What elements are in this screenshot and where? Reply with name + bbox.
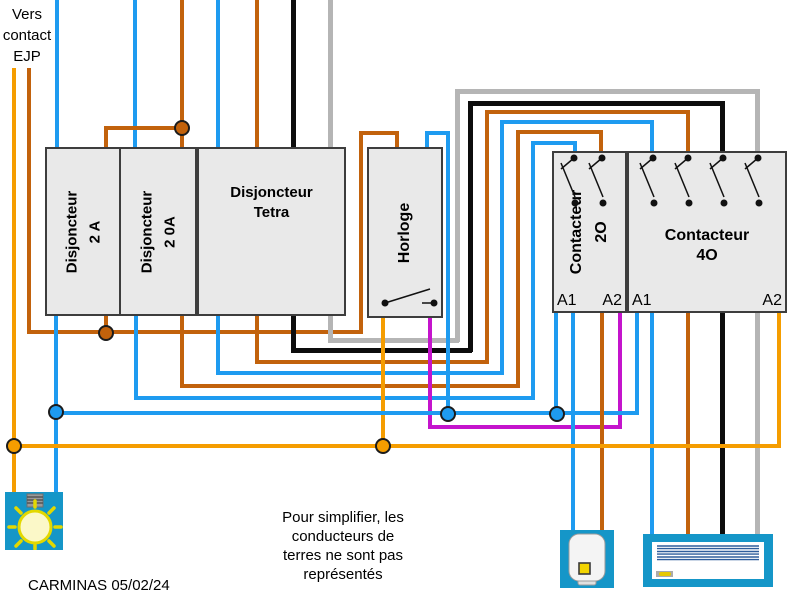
wire-do bbox=[255, 0, 259, 147]
wire-lo bbox=[381, 318, 385, 446]
contacteur-4o-a2-label: A2 bbox=[762, 292, 782, 309]
box-disjoncteur-tetra-label: Disjoncteur Tetra bbox=[230, 184, 313, 221]
wire-bl bbox=[650, 120, 654, 151]
wire-do bbox=[516, 130, 603, 134]
wire-lo bbox=[12, 68, 16, 494]
wire-gy bbox=[328, 338, 459, 343]
wire-bl bbox=[216, 0, 220, 147]
wire-do bbox=[516, 130, 520, 388]
wire-do bbox=[600, 313, 604, 530]
wire-do bbox=[359, 131, 363, 334]
wire-gy bbox=[328, 0, 333, 147]
simplification-note: Pour simplifier, les conducteurs de terr… bbox=[282, 509, 404, 583]
wire-bl bbox=[133, 0, 137, 147]
wire-do bbox=[686, 313, 690, 535]
wire-do bbox=[485, 110, 690, 114]
wire-bl bbox=[216, 371, 504, 375]
wire-gy bbox=[455, 89, 760, 94]
wire-do bbox=[395, 131, 399, 147]
wire-do bbox=[255, 316, 259, 364]
wire-gy bbox=[755, 89, 760, 151]
wire-do bbox=[180, 316, 184, 388]
contacteur-2o-a2-label: A2 bbox=[602, 292, 622, 309]
wire-bl bbox=[134, 396, 535, 400]
box-contacteur-4o-label: Contacteur 4O bbox=[664, 227, 750, 264]
wire-gy bbox=[328, 316, 333, 343]
wire-do bbox=[686, 110, 690, 151]
junction-dot bbox=[48, 404, 64, 420]
ejp-note: Vers contact EJP bbox=[2, 6, 52, 65]
radiator-icon bbox=[643, 534, 773, 587]
wire-bl bbox=[531, 141, 577, 145]
wire-do bbox=[180, 0, 184, 147]
credit-note: CARMINAS 05/02/24 bbox=[28, 577, 170, 594]
wire-mg bbox=[618, 313, 622, 429]
contacteur-2o-a1-label: A1 bbox=[557, 292, 577, 309]
wire-bl bbox=[216, 316, 220, 375]
wire-bl bbox=[500, 120, 654, 124]
wire-bk bbox=[291, 316, 296, 352]
wire-do bbox=[359, 131, 399, 135]
junction-dot bbox=[6, 438, 22, 454]
wire-gy bbox=[455, 89, 460, 342]
wire-bk bbox=[720, 313, 725, 535]
wire-lo bbox=[12, 444, 781, 448]
box-disjoncteur-2a: Disjoncteur 2 A bbox=[45, 147, 121, 316]
wire-do bbox=[599, 130, 603, 151]
wire-bk bbox=[720, 101, 725, 151]
wire-bl bbox=[573, 141, 577, 151]
wire-mg bbox=[428, 425, 622, 429]
wire-do bbox=[255, 360, 489, 364]
wire-bl bbox=[571, 313, 575, 530]
box-disjoncteur-20a: Disjoncteur 2 0A bbox=[119, 147, 197, 316]
wire-bl bbox=[54, 411, 639, 415]
lamp-icon bbox=[5, 492, 63, 551]
water-heater-icon bbox=[560, 530, 614, 588]
wire-bl bbox=[554, 313, 558, 414]
wire-bl bbox=[134, 316, 138, 400]
wire-bl bbox=[425, 131, 450, 135]
junction-dot bbox=[549, 406, 565, 422]
junction-dot bbox=[98, 325, 114, 341]
wire-bl bbox=[425, 131, 429, 147]
wire-do bbox=[27, 330, 363, 334]
wire-bk bbox=[468, 101, 725, 106]
box-disjoncteur-tetra: Disjoncteur Tetra bbox=[197, 147, 346, 316]
wire-do bbox=[104, 126, 108, 147]
wire-do bbox=[180, 384, 520, 388]
wire-bl bbox=[635, 313, 639, 413]
contacteur-4o-a1-label: A1 bbox=[632, 292, 652, 309]
wire-do bbox=[27, 68, 31, 334]
wire-bl bbox=[500, 120, 504, 375]
wire-bl bbox=[650, 313, 654, 535]
junction-dot bbox=[375, 438, 391, 454]
wire-bk bbox=[291, 0, 296, 147]
junction-dot bbox=[174, 120, 190, 136]
wire-do bbox=[104, 126, 184, 130]
wire-gy bbox=[755, 313, 760, 535]
wire-bl bbox=[446, 131, 450, 414]
junction-dot bbox=[440, 406, 456, 422]
wire-lo bbox=[777, 313, 781, 448]
wire-do bbox=[485, 110, 489, 364]
wire-bl bbox=[55, 0, 59, 147]
wire-bl bbox=[531, 141, 535, 400]
wire-bk bbox=[468, 101, 473, 352]
wire-mg bbox=[428, 318, 432, 427]
